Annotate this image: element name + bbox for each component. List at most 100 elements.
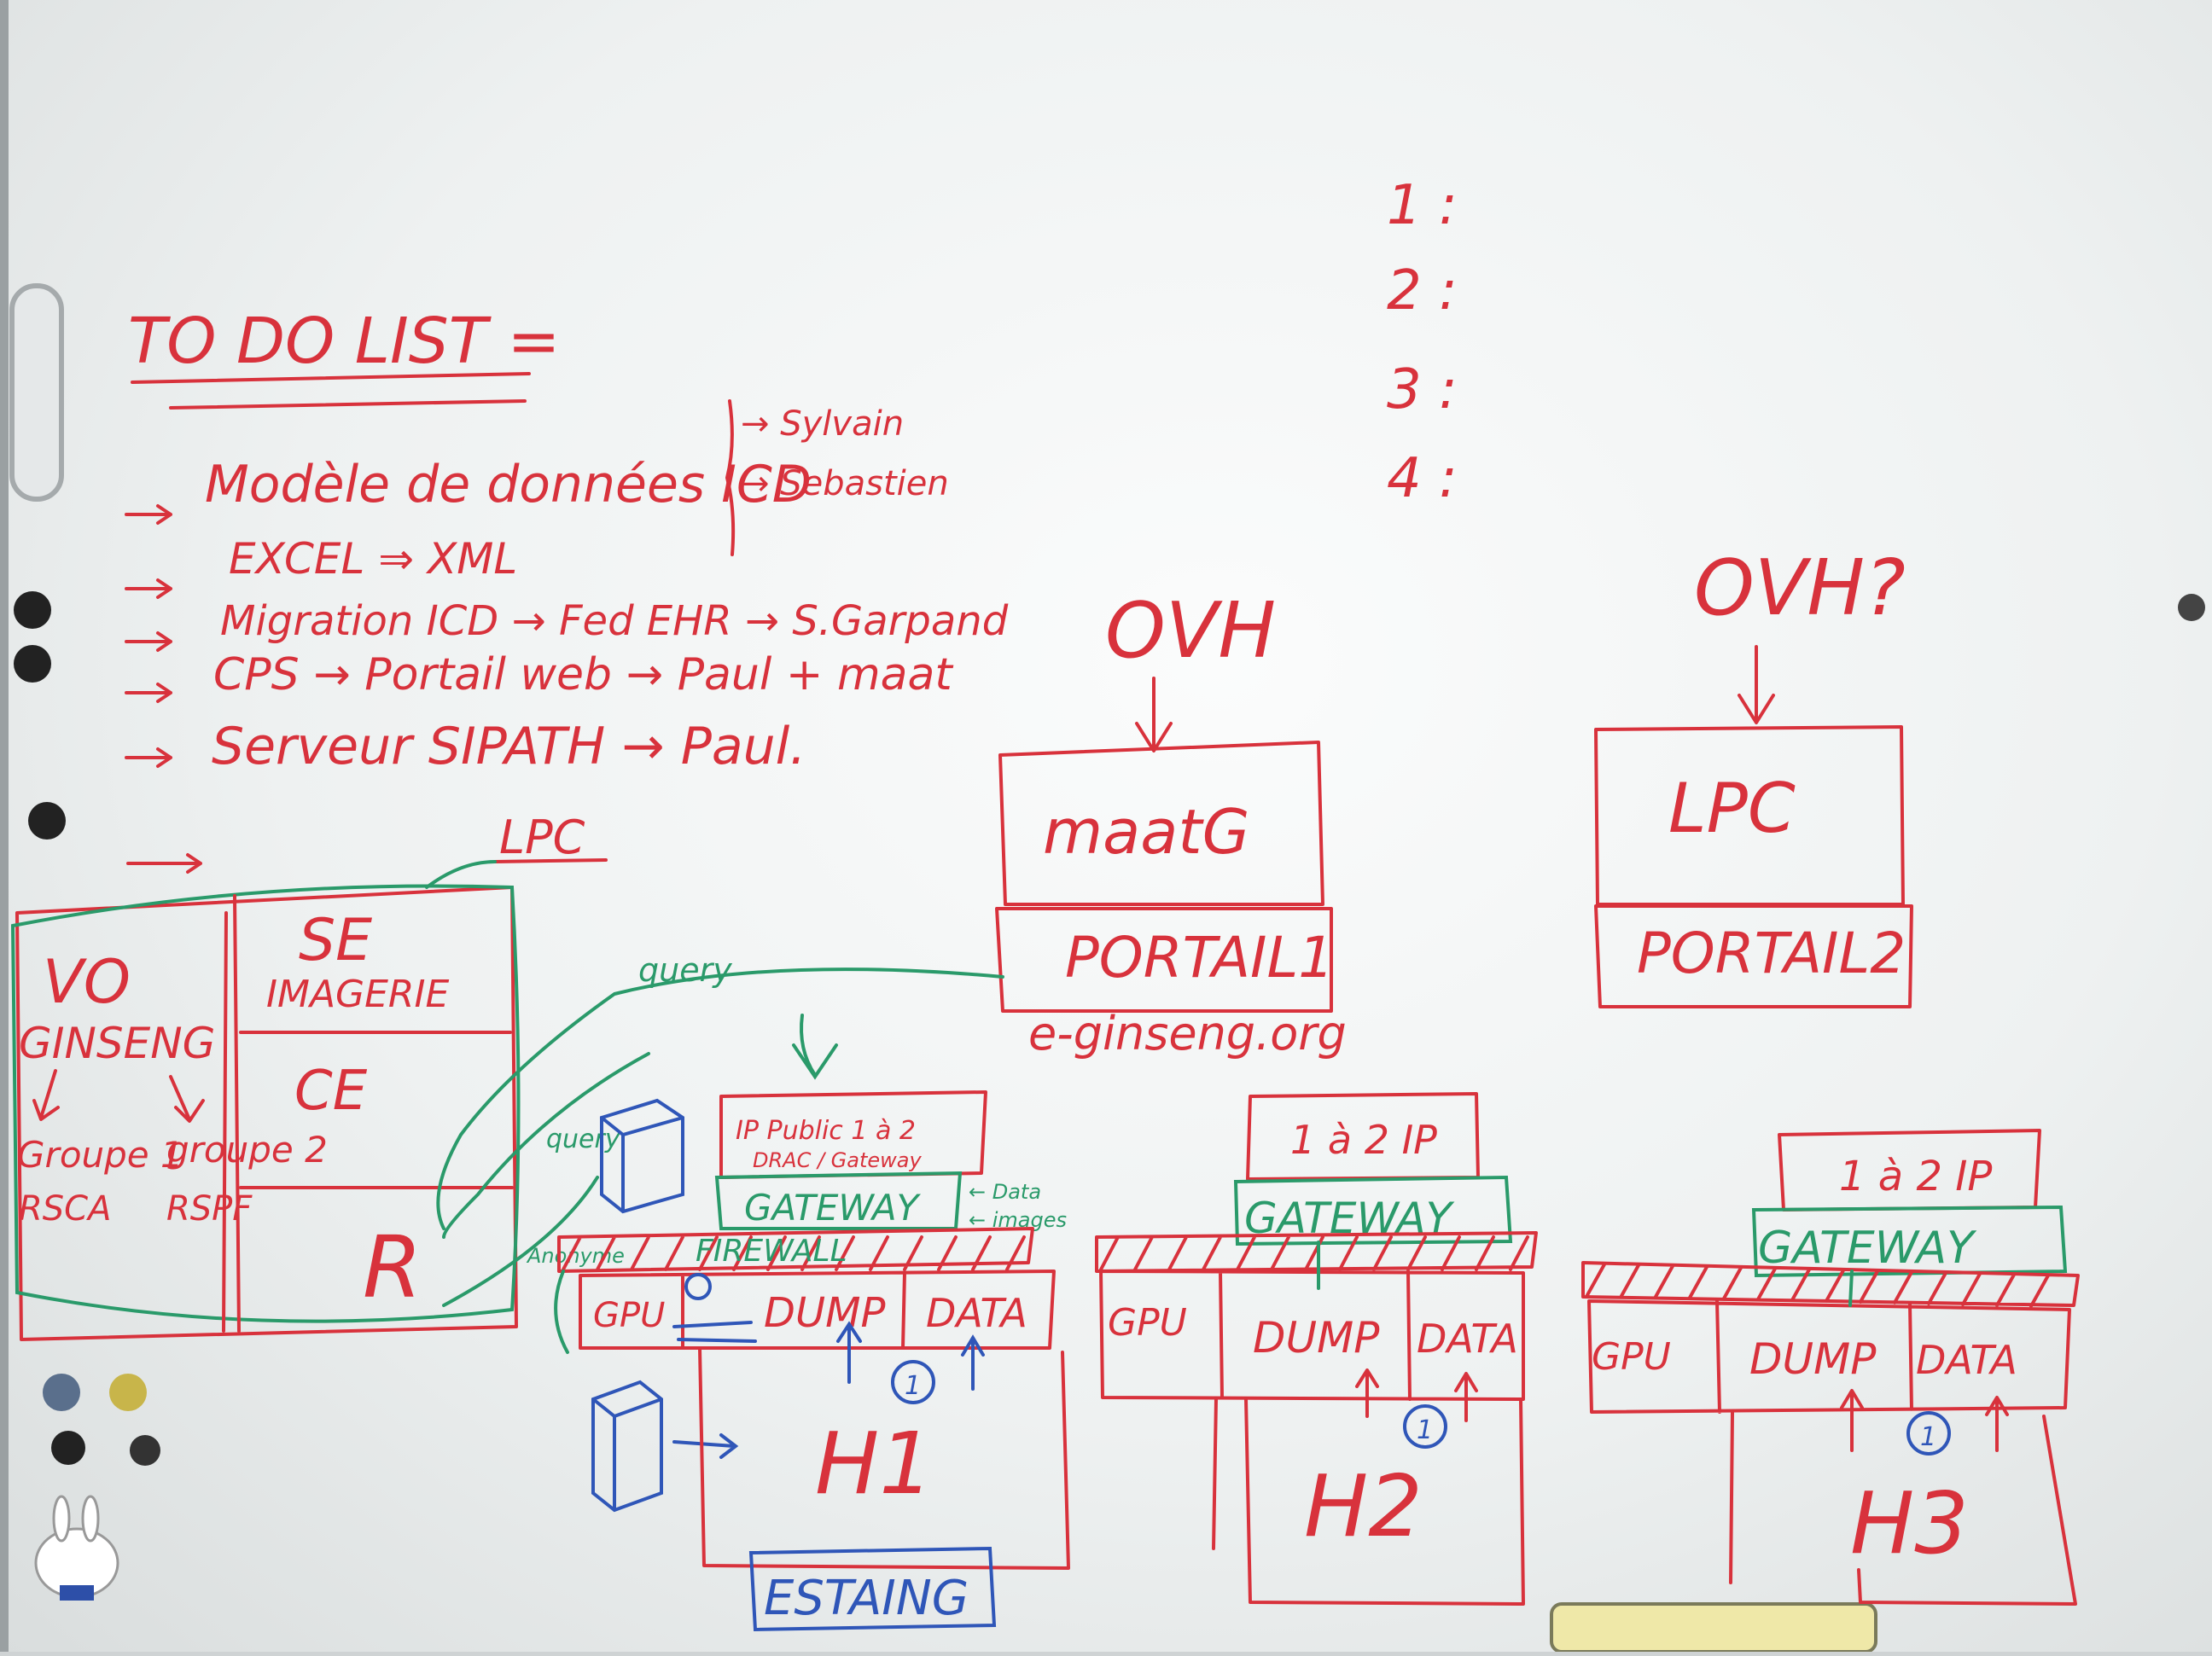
lpc-green-pointer [425,860,497,889]
estaing-label: ESTAING [764,1571,969,1626]
groupe1-arrow [32,1069,60,1121]
groupe1-label: Groupe 1 [17,1134,183,1176]
bullet-arrow-icon [125,631,172,652]
maatg-box [998,741,1324,906]
todo-item-2: EXCEL ⇒ XML [229,534,517,584]
board-handle [9,283,64,502]
todo-item-4: CPS → Portail web → Paul + maat [213,649,953,700]
numbered-item-2: 2 : [1387,259,1458,322]
h1-blue-links [672,1321,757,1343]
magnet-icon [130,1435,160,1466]
magnet-icon [28,802,66,840]
h1-marker-number: 1 [905,1371,921,1401]
h2-host-box [1212,1397,1525,1606]
h2-data-label: DATA [1417,1316,1518,1362]
numbered-item-4: 4 : [1387,447,1458,510]
todo-item-5: Serveur SIPATH → Paul. [212,717,806,776]
h1-blue-marker-icon [684,1273,712,1300]
h1-green-bracket [554,1270,569,1354]
portail1-label: PORTAIL1 [1065,925,1334,991]
h2-gpu-label: GPU [1108,1301,1187,1345]
todo-item-3: Migration ICD → Fed EHR → S.Garpand [220,597,1009,645]
h1-drac-label: DRAC / Gateway [753,1148,922,1172]
eraser-icon [1550,1602,1877,1653]
query-label-mid: query [546,1124,621,1154]
h1-marker-circle [891,1360,935,1404]
board-frame-left [0,0,9,1652]
server-icon [591,1380,663,1513]
lpc-section-lines [239,1031,514,1189]
h2-gateway-box [1233,1175,1513,1246]
bullet-arrow-icon [125,747,172,768]
h3-marker-circle [1906,1411,1951,1456]
magnet-icon [2178,594,2205,621]
assignee-sebastien: → Sebastien [741,464,949,503]
ovh-right-label: OVH? [1694,543,1906,633]
h3-gateway-label: GATEWAY [1758,1223,1977,1274]
h3-marker-number: 1 [1920,1422,1936,1452]
h2-up-arrows [1355,1368,1478,1422]
query-arrow-down [792,1014,838,1080]
h1-host-box [698,1346,1070,1570]
todo-item-1: Modèle de données ICD [205,455,812,514]
numbered-item-1: 1 : [1387,174,1458,237]
h3-ip-label: 1 à 2 IP [1839,1153,1992,1200]
magnet-icon [43,1374,80,1411]
ovh-left-arrow [1135,677,1173,752]
magnet-icon [14,591,51,629]
h3-up-arrows [1840,1389,2009,1452]
groupe2-label: groupe 2 [166,1129,328,1171]
query-curve-bottom [442,1176,599,1307]
h1-firewall-label: FIREWALL [696,1234,847,1269]
h2-marker-circle [1403,1404,1447,1449]
todo-title: TO DO LIST = [128,305,560,378]
h2-host-label: H2 [1304,1456,1423,1556]
assignee-brace [725,399,736,556]
h1-gateway-label: GATEWAY [744,1187,922,1229]
bullet-arrow-icon [125,504,172,525]
h1-data-label: DATA [926,1290,1027,1336]
e-ginseng-url: e-ginseng.org [1028,1007,1347,1060]
lpc-left-underline [493,858,608,863]
numbered-item-3: 3 : [1387,358,1458,421]
vo-label: VO [43,947,131,1017]
query-label-top: query [638,951,732,989]
h1-up-arrows [836,1321,985,1391]
rspf-label: RSPF [166,1189,253,1229]
h1-dump-label: DUMP [764,1289,886,1337]
portail2-label: PORTAIL2 [1637,921,1906,986]
magnet-icon [51,1431,85,1465]
h1-ip-box [719,1090,987,1179]
h2-dump-label: DUMP [1253,1313,1380,1363]
h2-ip-label: 1 à 2 IP [1290,1117,1437,1163]
ginseng-label: GINSENG [19,1019,215,1068]
h3-gpu-label: GPU [1592,1335,1671,1379]
assignee-sylvain: → Sylvain [741,404,904,444]
h3-host-label: H3 [1850,1473,1969,1573]
ovh-right-arrow [1738,645,1775,724]
server-icon [600,1098,684,1214]
h1-firewall-band [557,1227,1034,1273]
server-arrow-icon [672,1433,739,1459]
h3-rack-box [1587,1299,2071,1414]
maatg-label: maatG [1043,796,1249,868]
magnet-icon [14,645,51,683]
h1-data-note: ← Data [969,1180,1041,1204]
lpc-box-label: LPC [1668,769,1796,848]
ovh-left-label: OVH [1105,586,1276,676]
h1-rack-box [579,1270,1056,1350]
todo-title-underline [131,372,531,410]
h2-marker-number: 1 [1417,1415,1433,1445]
lpc-divider [222,894,241,1333]
h3-gateway-box [1751,1205,2068,1278]
bullet-arrow-icon [125,578,172,599]
h1-ip-label: IP Public 1 à 2 [736,1116,916,1146]
query-curve-mid [442,1052,650,1239]
h3-firewall-band [1581,1261,2080,1308]
h3-data-label: DATA [1916,1337,2017,1383]
lpc-left-label: LPC [499,811,585,864]
query-curve-top [436,967,1004,1230]
h2-firewall-band [1095,1231,1538,1273]
